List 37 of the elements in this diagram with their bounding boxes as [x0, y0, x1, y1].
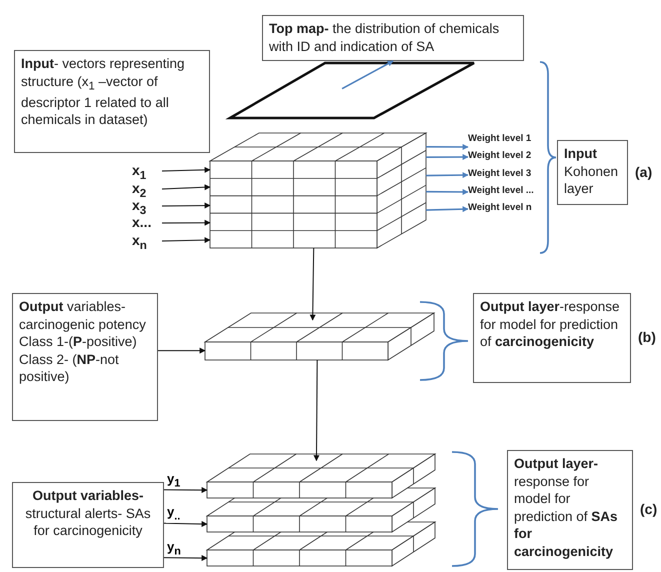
weight-label: Weight level n [468, 202, 538, 216]
arrow [164, 555, 208, 562]
arrow [313, 360, 320, 462]
panel-label: (b) [638, 329, 656, 345]
text-box: Output layer-response for model for prediction of carcinogenicity [473, 293, 631, 383]
panel-label: (a) [635, 164, 652, 180]
arrow [342, 60, 394, 90]
weight-label: Weight level 3 [468, 168, 538, 182]
arrow [162, 184, 211, 190]
arrow [426, 172, 469, 178]
weight-label: Weight level 1 [468, 133, 538, 147]
text-box: Input Kohonen layer [557, 140, 628, 205]
text-box: Output variables- structural alerts- SAs for carcinogenicity [12, 482, 164, 568]
arrow [164, 487, 208, 494]
panel-label: (c) [640, 501, 658, 517]
arrow [162, 202, 211, 208]
input-label: x$_{1}$ [132, 162, 162, 180]
weight-label: Weight level 2 [468, 150, 538, 164]
arrow [426, 206, 469, 212]
text-box: Top map- the distribution of chemicals with ID and indication of SA [262, 15, 524, 61]
arrow [162, 166, 211, 173]
arrow [162, 237, 211, 244]
arrow [164, 520, 208, 527]
arrow [426, 144, 469, 150]
text-box: Input- vectors representing structure (x$_{1}$ –vector of descriptor 1 related to all chemicals in dataset) [14, 50, 210, 153]
arrow [162, 220, 211, 226]
weight-label: Weight level ... [468, 185, 538, 199]
arrow [426, 188, 469, 195]
arrow [310, 248, 316, 321]
text-box: Output variables- carcinogenic potency Class 1-(P-positive) Class 2- (NP-not positive) [12, 293, 158, 421]
input-label: x$_{3}$ [132, 197, 162, 215]
input-label: x$_{n}$ [132, 232, 162, 250]
text-box: Output layer- response for model for prediction of SAs for carcinogenicity [507, 450, 633, 570]
input-label: x... [132, 214, 162, 232]
input-label: x$_{2}$ [132, 180, 162, 198]
arrow [158, 348, 206, 354]
arrow [426, 154, 469, 160]
